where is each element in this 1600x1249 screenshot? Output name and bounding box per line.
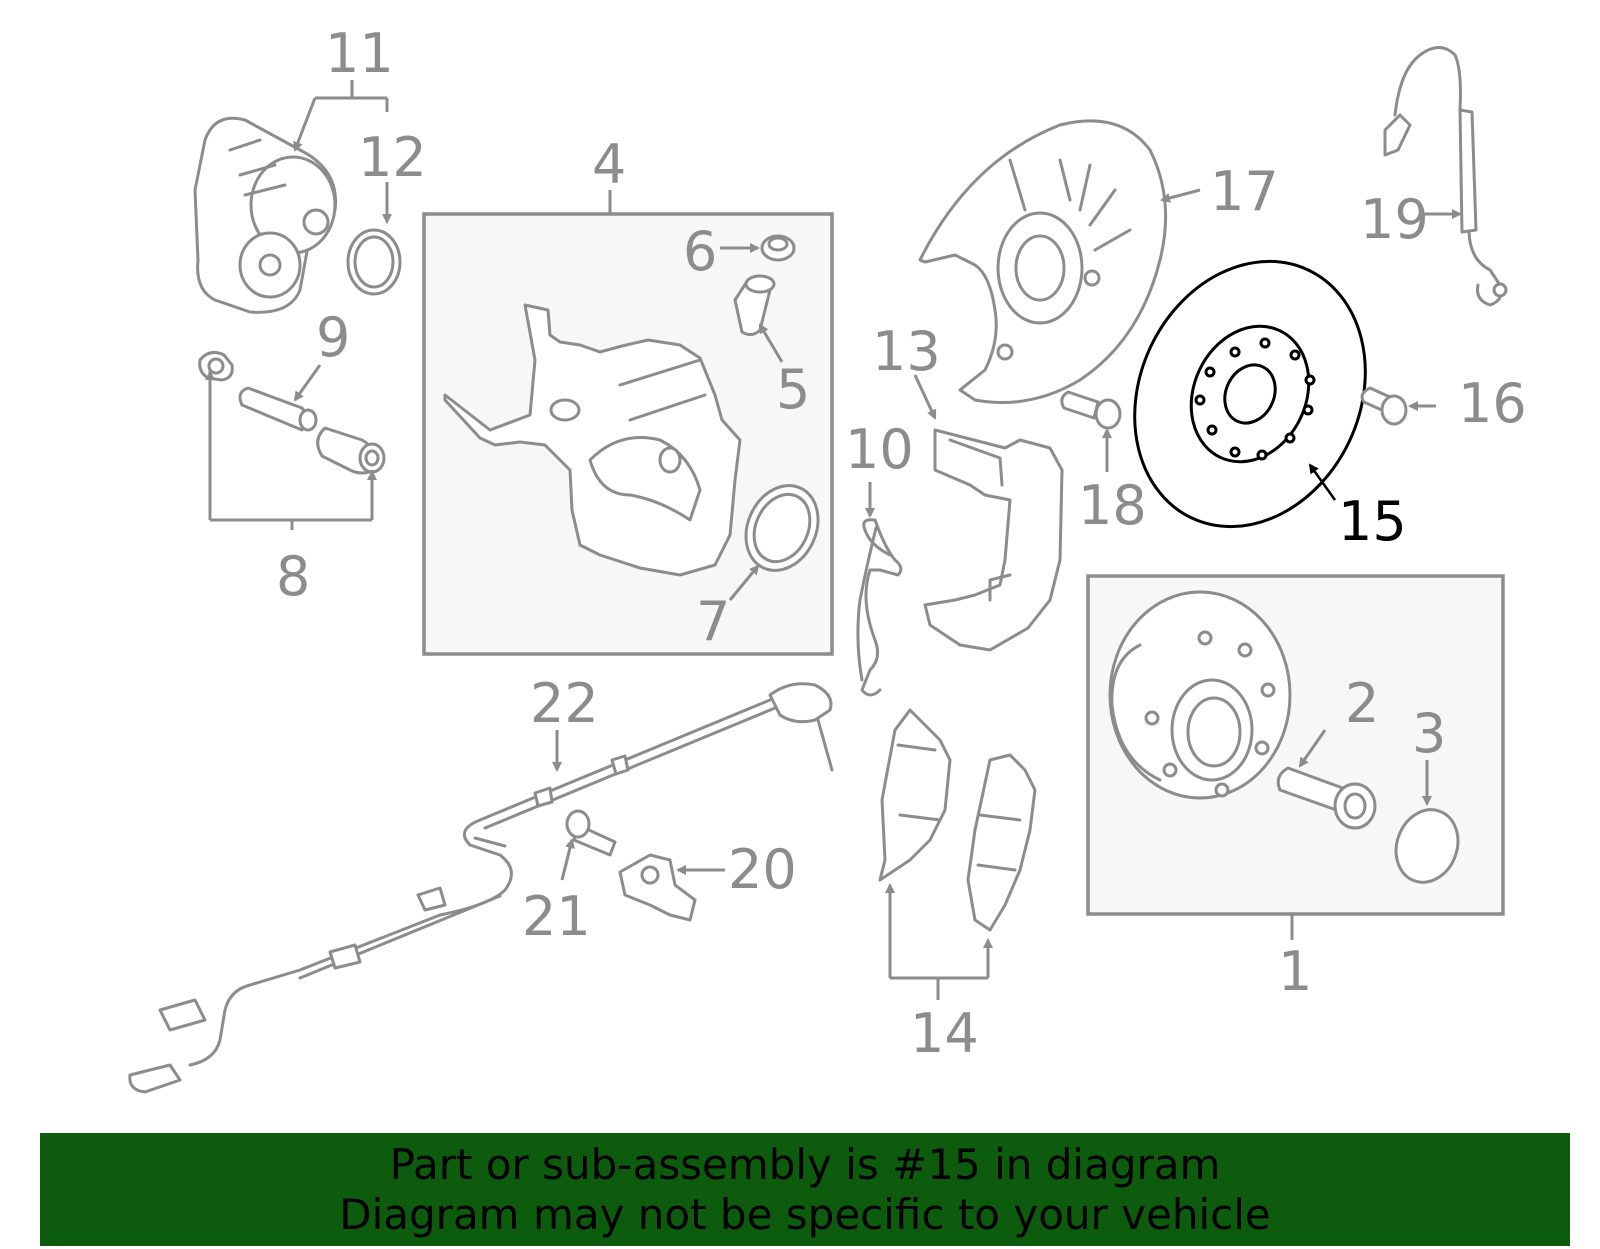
rotor-bolt[interactable]	[1360, 386, 1408, 426]
info-banner: Part or sub-assembly is #15 in diagram D…	[40, 1133, 1570, 1246]
callout-9: 9	[316, 306, 350, 369]
splash-shield[interactable]	[918, 119, 1168, 404]
o-ring[interactable]	[346, 228, 402, 296]
hub-bolt[interactable]	[1276, 766, 1377, 830]
wheel-hub[interactable]	[1108, 590, 1292, 800]
sensor-bracket[interactable]	[618, 853, 697, 922]
brake-pad-inner[interactable]	[878, 708, 952, 882]
brake-caliper[interactable]	[443, 303, 742, 577]
callout-10: 10	[845, 418, 914, 481]
callout-2: 2	[1345, 672, 1379, 735]
brake-hose[interactable]	[1383, 46, 1508, 307]
callout-16: 16	[1458, 372, 1527, 435]
callout-13: 13	[872, 320, 941, 383]
callout-11: 11	[325, 22, 394, 85]
callout-15: 15	[1338, 490, 1407, 553]
brake-rotor[interactable]	[1092, 223, 1407, 564]
callout-6: 6	[683, 220, 717, 283]
callout-8: 8	[276, 545, 310, 608]
callout-19: 19	[1360, 188, 1429, 251]
caliper-bracket[interactable]	[923, 428, 1064, 652]
callout-18: 18	[1078, 474, 1147, 537]
banner-line-2: Diagram may not be specific to your vehi…	[339, 1189, 1271, 1239]
callout-20: 20	[728, 838, 797, 901]
guide-pin[interactable]	[238, 386, 318, 432]
leader-lines	[205, 80, 1462, 1000]
callout-14: 14	[910, 1002, 979, 1065]
callout-12: 12	[358, 126, 427, 189]
piston-seal[interactable]	[733, 474, 832, 582]
callout-1: 1	[1278, 940, 1312, 1003]
callout-5: 5	[776, 358, 810, 421]
dust-cap[interactable]	[1386, 801, 1468, 891]
bleeder-cap[interactable]	[760, 234, 796, 262]
sensor-bolt[interactable]	[565, 809, 617, 857]
callout-4: 4	[592, 133, 626, 196]
banner-line-1: Part or sub-assembly is #15 in diagram	[389, 1139, 1221, 1189]
anti-rattle-spring[interactable]	[856, 518, 903, 697]
bracket-bolt[interactable]	[1060, 390, 1122, 430]
brake-pad-outer[interactable]	[966, 753, 1037, 932]
pin-boot-left[interactable]	[198, 350, 234, 382]
parking-brake-motor[interactable]	[193, 116, 338, 314]
callout-7: 7	[696, 590, 730, 653]
callout-22: 22	[530, 672, 599, 735]
callout-21: 21	[522, 885, 591, 948]
abs-sensor-harness[interactable]	[128, 682, 834, 1094]
pin-boot-right[interactable]	[316, 426, 386, 475]
callout-17: 17	[1210, 160, 1279, 223]
callout-3: 3	[1412, 702, 1446, 765]
